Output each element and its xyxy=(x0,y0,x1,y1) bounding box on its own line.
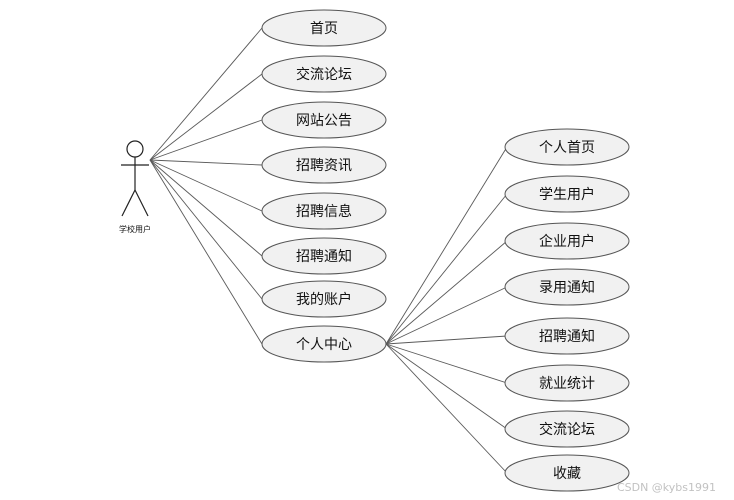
use-case-label: 就业统计 xyxy=(539,376,595,392)
use-case-label: 招聘通知 xyxy=(296,248,352,265)
use-case-label: 录用通知 xyxy=(539,279,595,296)
use-case-2: 交流论坛 xyxy=(261,55,387,93)
association-line xyxy=(149,159,263,257)
sub-use-case-5: 招聘通知 xyxy=(504,317,630,355)
use-case-ellipse xyxy=(504,364,630,402)
sub-use-case-6: 就业统计 xyxy=(504,364,630,402)
association-line xyxy=(385,193,508,345)
use-case-label: 学生用户 xyxy=(539,186,595,203)
use-case-6: 招聘通知 xyxy=(261,237,387,275)
association-line xyxy=(149,119,263,161)
use-case-label: 招聘通知 xyxy=(539,328,595,345)
association-lines xyxy=(149,27,508,474)
use-case-8: 个人中心 xyxy=(261,325,387,363)
association-line xyxy=(385,286,508,345)
use-case-ellipse xyxy=(261,146,387,184)
association-line xyxy=(149,159,263,345)
use-case-label: 企业用户 xyxy=(539,233,595,250)
use-case-label: 个人首页 xyxy=(539,140,595,156)
use-case-label: 招聘信息 xyxy=(296,203,352,220)
association-line xyxy=(149,159,263,166)
association-line xyxy=(149,159,263,212)
association-line xyxy=(385,146,508,345)
actor-school-user: 学校用户 xyxy=(119,140,151,234)
use-case-ellipse xyxy=(504,454,630,492)
use-case-label: 网站公告 xyxy=(296,113,352,129)
use-case-ellipse xyxy=(504,268,630,306)
watermark: CSDN @kybs1991 xyxy=(617,481,716,494)
sub-use-case-2: 学生用户 xyxy=(504,175,630,213)
use-case-ellipse xyxy=(261,192,387,230)
use-case-ellipse xyxy=(504,317,630,355)
use-case-3: 网站公告 xyxy=(261,101,387,139)
sub-use-case-1: 个人首页 xyxy=(504,128,630,166)
association-line xyxy=(385,335,508,345)
use-case-label: 个人中心 xyxy=(296,337,352,353)
use-case-ellipse xyxy=(261,101,387,139)
use-case-label: 我的账户 xyxy=(296,291,352,308)
association-line xyxy=(385,343,508,474)
use-case-ellipse xyxy=(504,175,630,213)
use-case-label: 招聘资讯 xyxy=(296,158,352,174)
association-line xyxy=(149,73,263,161)
use-case-4: 招聘资讯 xyxy=(261,146,387,184)
use-case-label: 首页 xyxy=(310,21,338,37)
association-line xyxy=(385,343,508,430)
use-case-ellipse xyxy=(261,237,387,275)
association-line xyxy=(385,343,508,384)
use-case-1: 首页 xyxy=(261,9,387,47)
use-case-ellipse xyxy=(504,128,630,166)
association-line xyxy=(149,27,263,161)
actor-left-leg xyxy=(121,189,136,217)
use-case-ellipse xyxy=(504,410,630,448)
actor-label: 学校用户 xyxy=(119,224,151,234)
use-case-ellipse xyxy=(261,325,387,363)
association-line xyxy=(149,159,263,300)
sub-use-case-3: 企业用户 xyxy=(504,222,630,260)
use-case-5: 招聘信息 xyxy=(261,192,387,230)
actor-head xyxy=(126,140,144,158)
use-case-ellipse xyxy=(261,55,387,93)
association-line xyxy=(385,240,508,345)
use-case-ellipse xyxy=(504,222,630,260)
use-case-ellipse xyxy=(261,280,387,318)
use-case-7: 我的账户 xyxy=(261,280,387,318)
actor-right-leg xyxy=(134,189,149,217)
use-case-label: 收藏 xyxy=(553,466,581,482)
use-case-label: 交流论坛 xyxy=(539,421,595,438)
sub-use-case-4: 录用通知 xyxy=(504,268,630,306)
use-case-label: 交流论坛 xyxy=(296,66,352,83)
sub-use-case-7: 交流论坛 xyxy=(504,410,630,448)
use-case-ellipse xyxy=(261,9,387,47)
sub-use-case-8: 收藏 xyxy=(504,454,630,492)
